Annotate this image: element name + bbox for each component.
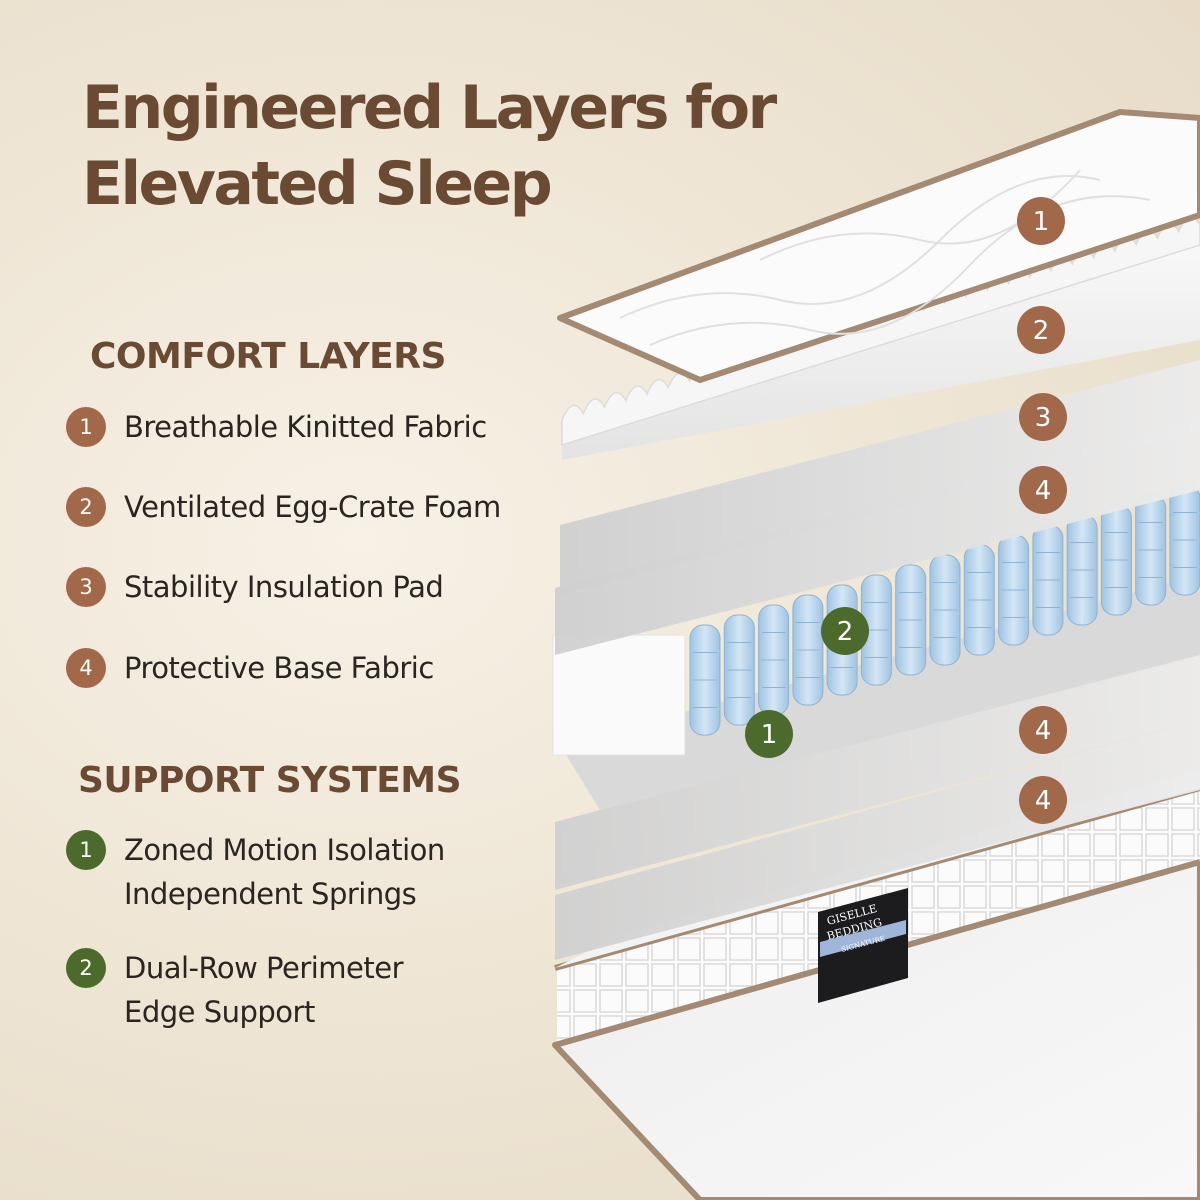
comfort-legend-item-3: 3 Stability Insulation Pad — [66, 567, 444, 609]
support-number-badge: 2 — [66, 948, 106, 988]
comfort-number-badge: 4 — [66, 648, 106, 688]
support-system-marker-number: 2 — [837, 617, 854, 647]
spring-unit — [552, 484, 1200, 810]
support-legend-line: Independent Springs — [124, 877, 417, 911]
comfort-layer-marker — [1019, 776, 1067, 824]
comfort-layer-marker — [1019, 466, 1067, 514]
comfort-legend-item-1: 1 Breathable Kinitted Fabric — [66, 407, 487, 449]
comfort-legend-label: Stability Insulation Pad — [124, 570, 444, 604]
brand-label: GISELLE BEDDING SIGNATURE — [818, 888, 908, 1003]
support-legend-item-2: 2 Dual-Row Perimeter Edge Support — [66, 946, 404, 1034]
support-legend-label: Dual-Row Perimeter Edge Support — [124, 946, 404, 1034]
comfort-legend-label: Breathable Kinitted Fabric — [124, 410, 487, 444]
knitted-fabric-cover — [557, 109, 1200, 383]
comfort-layer-marker — [1019, 706, 1067, 754]
comfort-layer-marker — [1019, 393, 1067, 441]
comfort-layers-heading: COMFORT LAYERS — [90, 336, 446, 377]
comfort-number-badge: 2 — [66, 487, 106, 527]
comfort-legend-item-2: 2 Ventilated Egg-Crate Foam — [66, 487, 501, 529]
comfort-legend-item-4: 4 Protective Base Fabric — [66, 648, 434, 690]
support-system-marker — [745, 710, 793, 758]
support-legend-line: Zoned Motion Isolation — [124, 833, 445, 867]
support-system-marker-number: 1 — [761, 720, 778, 750]
comfort-layer-marker-number: 3 — [1035, 403, 1052, 433]
page-title: Engineered Layers for Elevated Sleep — [82, 70, 842, 222]
comfort-layer-marker-number: 1 — [1033, 207, 1050, 237]
comfort-number-badge: 3 — [66, 567, 106, 607]
comfort-number-badge: 1 — [66, 407, 106, 447]
support-number-badge: 1 — [66, 830, 106, 870]
support-systems-heading: SUPPORT SYSTEMS — [78, 760, 462, 801]
comfort-layer-marker-number: 4 — [1035, 716, 1052, 746]
support-legend-item-1: 1 Zoned Motion Isolation Independent Spr… — [66, 830, 445, 916]
support-system-marker — [821, 607, 869, 655]
support-legend-label: Zoned Motion Isolation Independent Sprin… — [124, 828, 445, 916]
comfort-legend-label: Ventilated Egg-Crate Foam — [124, 490, 501, 524]
comfort-layer-marker — [1017, 306, 1065, 354]
comfort-layer-marker-number: 4 — [1035, 476, 1052, 506]
page-title-line1: Engineered Layers for — [82, 73, 777, 143]
support-legend-line: Edge Support — [124, 995, 315, 1029]
comfort-layer-marker-number: 2 — [1033, 316, 1050, 346]
support-legend-line: Dual-Row Perimeter — [124, 951, 404, 985]
page-title-line2: Elevated Sleep — [82, 149, 553, 219]
comfort-layer-marker-number: 4 — [1035, 786, 1052, 816]
comfort-legend-label: Protective Base Fabric — [124, 651, 434, 685]
comfort-layer-marker — [1017, 197, 1065, 245]
